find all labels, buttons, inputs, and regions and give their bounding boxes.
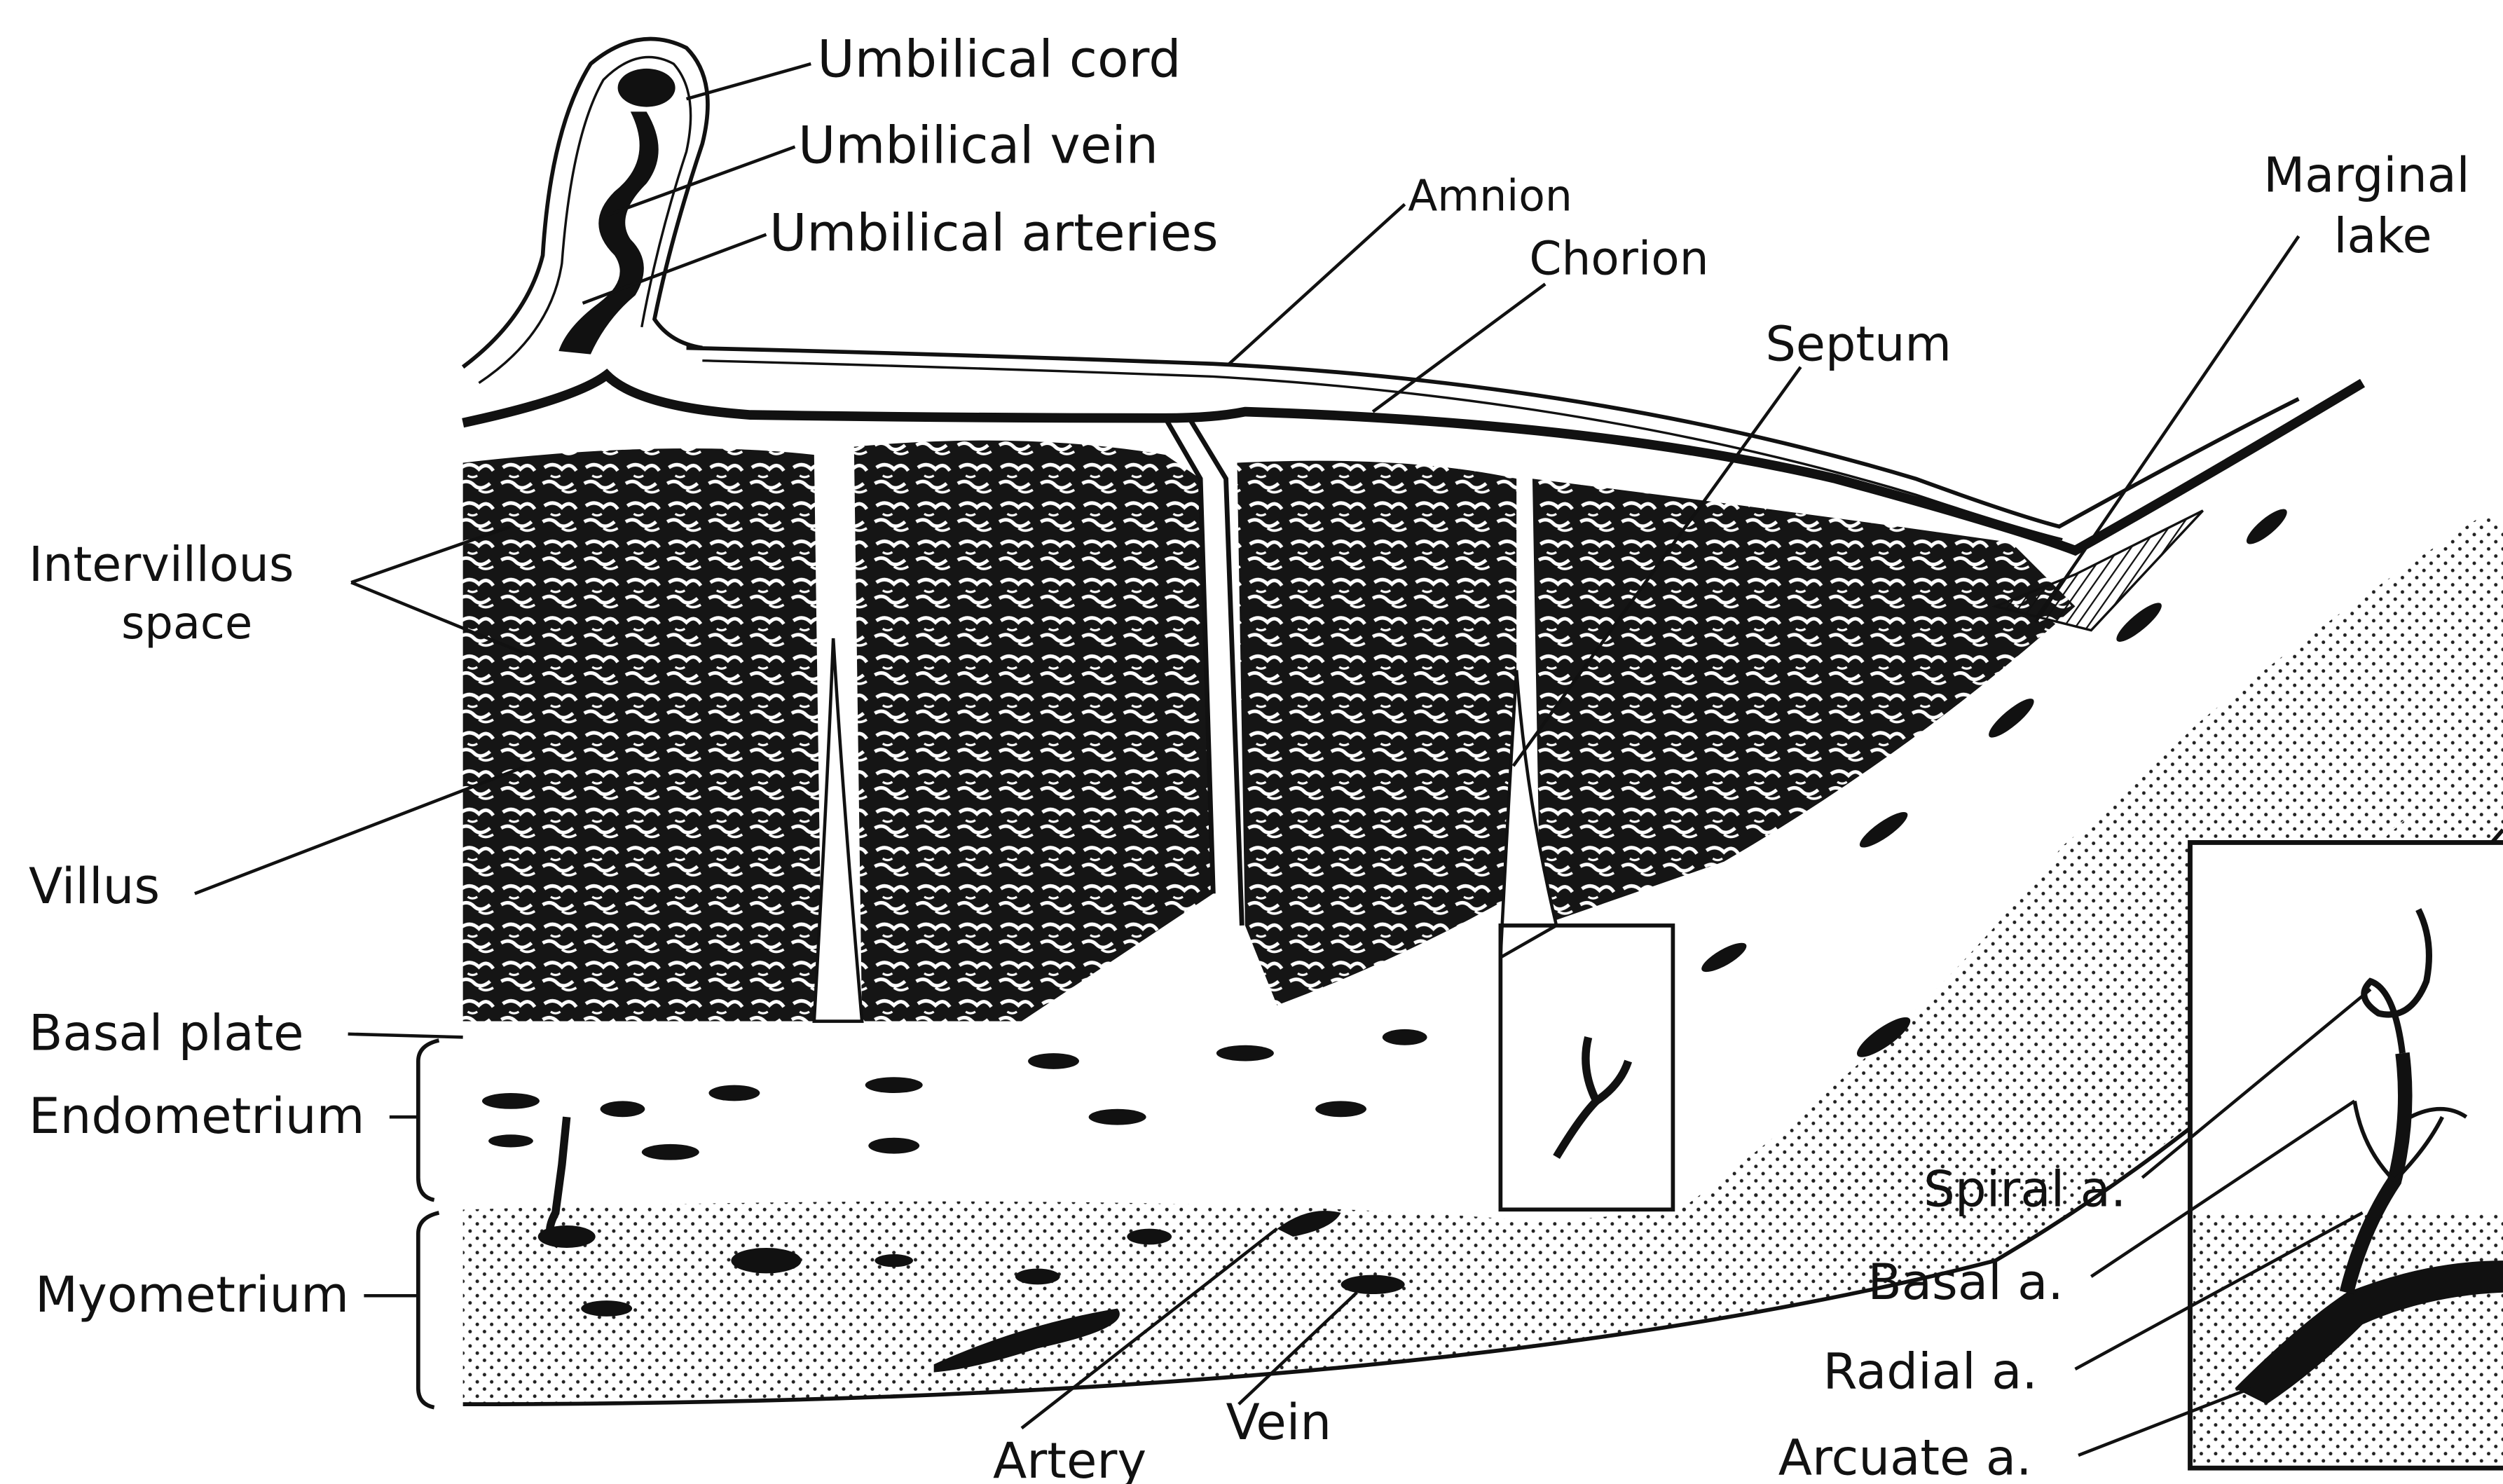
label-umbilical-arteries: Umbilical arteries [769, 204, 1219, 263]
label-spiral-a: Spiral a. [1923, 1160, 2126, 1218]
label-radial-a: Radial a. [1823, 1342, 2038, 1400]
label-marginal-lake-line1: Marginal [2263, 148, 2469, 203]
label-basal-a: Basal a. [1867, 1253, 2064, 1311]
arcuate-artery-left [538, 1225, 596, 1248]
myometrium-brace [418, 1213, 439, 1408]
inset-stipple-fill [2193, 1213, 2503, 1465]
villous-mass-left [463, 448, 823, 1022]
label-septum: Septum [1766, 317, 1952, 373]
label-umbilical-vein: Umbilical vein [798, 116, 1158, 175]
label-basal-plate: Basal plate [29, 1004, 304, 1062]
label-artery: Artery [993, 1431, 1146, 1484]
label-intervillous-space-line1: Intervillous [29, 537, 294, 593]
label-umbilical-cord: Umbilical cord [817, 29, 1181, 89]
label-myometrium: Myometrium [35, 1265, 349, 1324]
septum-left [814, 638, 862, 1022]
label-intervillous-space-line2: space [121, 598, 252, 650]
umbilical-vein-shape [618, 69, 676, 107]
label-vein: Vein [1226, 1393, 1332, 1451]
villous-mass-middle [854, 441, 1214, 1022]
label-villus: Villus [29, 857, 160, 915]
label-endometrium: Endometrium [29, 1087, 364, 1145]
label-chorion: Chorion [1529, 232, 1708, 286]
label-marginal-lake-line2: lake [2334, 209, 2432, 264]
villous-mass-center [1237, 461, 1516, 1005]
label-amnion: Amnion [1408, 171, 1572, 221]
endometrium-brace [418, 1040, 439, 1200]
label-arcuate-a: Arcuate a. [1778, 1428, 2032, 1484]
